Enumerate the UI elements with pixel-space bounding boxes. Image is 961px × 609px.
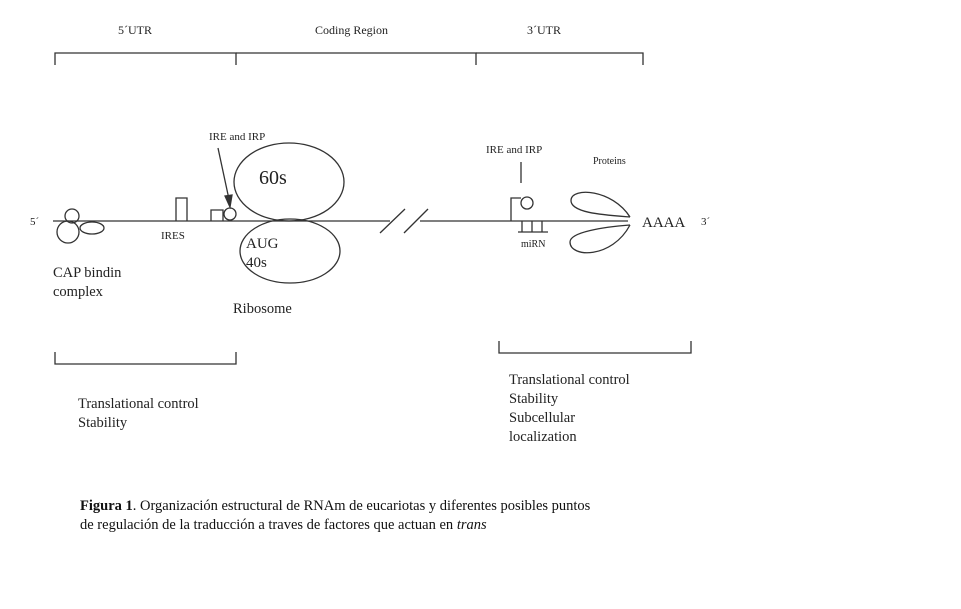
label-60s: 60s xyxy=(259,167,287,189)
label-3utr: 3´UTR xyxy=(527,23,561,37)
cap-ellipse xyxy=(79,221,105,235)
utr5-function-bracket xyxy=(54,352,237,365)
function-3utr-1: Translational control xyxy=(509,372,630,388)
label-coding-region: Coding Region xyxy=(315,23,389,37)
ire-right-loop xyxy=(520,196,534,210)
label-5-prime: 5´ xyxy=(30,216,40,228)
functions-5utr: Translational control Stability xyxy=(78,395,199,433)
break-mark-1 xyxy=(379,208,406,234)
figure-caption: Figura 1. Organización estructural de RN… xyxy=(80,497,680,535)
cap-line-1: CAP bindin xyxy=(53,265,122,281)
label-5utr: 5´UTR xyxy=(118,23,152,37)
caption-line-2: de regulación de la traducción a traves … xyxy=(80,517,457,533)
ire-left-arrowhead xyxy=(224,194,233,210)
utr3-bracket xyxy=(476,52,644,65)
caption-label: Figura 1 xyxy=(80,498,133,514)
caption-line-1: . Organización estructural de RNAm de eu… xyxy=(132,498,591,514)
protein-bottom xyxy=(569,224,631,254)
label-40s: 40s xyxy=(246,255,267,271)
functions-3utr: Translational control Stability Subcellu… xyxy=(509,371,630,447)
utr5-bracket xyxy=(54,52,237,65)
coding-bracket xyxy=(236,52,477,65)
label-ire-irp-left: IRE and IRP xyxy=(209,131,266,143)
label-ribosome: Ribosome xyxy=(233,301,292,317)
function-5utr-2: Stability xyxy=(78,415,128,431)
function-3utr-4: localization xyxy=(509,429,577,445)
ire-left-structure xyxy=(210,209,224,221)
cap-line-2: complex xyxy=(53,284,103,300)
label-ire-irp-right: IRE and IRP xyxy=(486,144,543,156)
label-40s-block: AUG 40s xyxy=(246,235,279,273)
label-proteins: Proteins xyxy=(593,156,626,167)
label-3-prime: 3´ xyxy=(701,216,711,228)
ribosome-40s xyxy=(239,218,341,284)
function-3utr-2: Stability xyxy=(509,391,559,407)
utr3-function-bracket xyxy=(498,341,692,354)
ribosome-60s xyxy=(233,142,345,222)
function-3utr-3: Subcellular xyxy=(509,410,576,426)
ire-right-structure xyxy=(510,197,521,221)
ire-left-loop xyxy=(223,207,237,221)
label-ires: IRES xyxy=(161,230,185,242)
caption-italic: trans xyxy=(456,517,487,533)
cap-circle-top xyxy=(64,208,80,224)
break-mark-2 xyxy=(403,208,429,234)
label-cap-complex: CAP bindin complex xyxy=(53,264,121,302)
function-5utr-1: Translational control xyxy=(78,396,199,412)
label-aug: AUG xyxy=(246,236,279,252)
ire-left-arrow xyxy=(217,147,231,205)
cap-circle-bottom xyxy=(56,220,80,244)
ires-structure xyxy=(175,197,188,221)
label-mirna: miRN xyxy=(521,239,546,250)
label-polya: AAAA xyxy=(642,215,686,231)
protein-top xyxy=(570,191,631,218)
